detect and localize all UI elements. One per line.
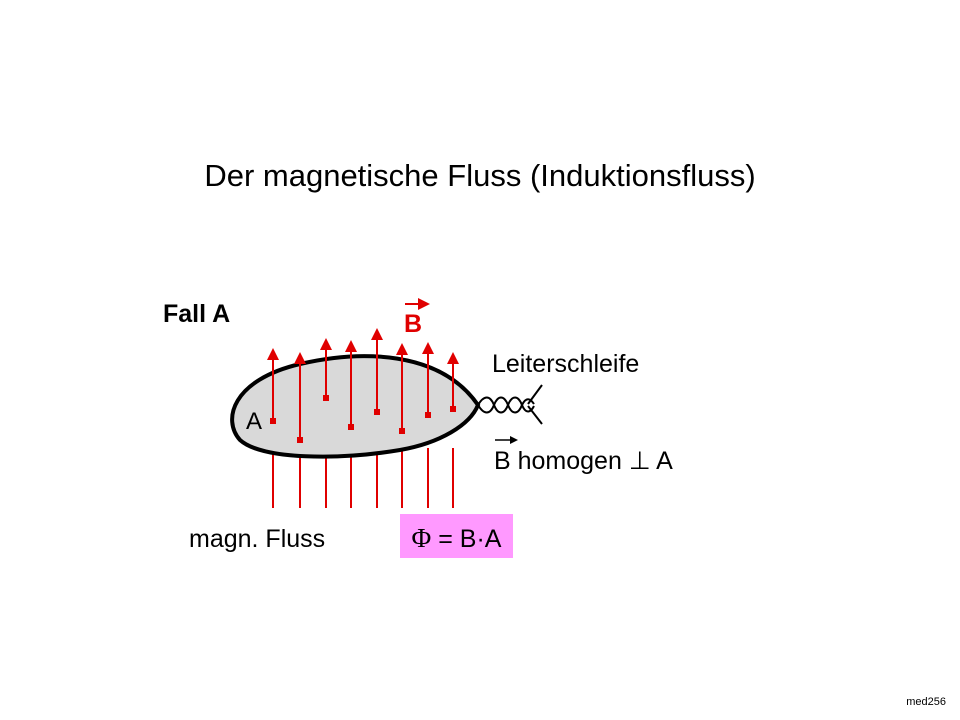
area-label: A: [246, 408, 262, 435]
page-title: Der magnetische Fluss (Induktionsfluss): [204, 158, 756, 193]
flux-symbol: Φ: [411, 523, 432, 553]
field-line-entry-point: [374, 409, 380, 415]
field-line-entry-point: [425, 412, 431, 418]
field-lines-lower: [272, 448, 454, 508]
field-line-entry-point: [348, 424, 354, 430]
field-line-entry-point: [323, 395, 329, 401]
field-vector-label: B: [404, 310, 422, 338]
field-line-entry-point: [450, 406, 456, 412]
flux-label: magn. Fluss: [189, 525, 325, 553]
flux-formula: Φ = B·A: [400, 523, 513, 554]
case-label: Fall A: [163, 300, 230, 328]
formula-box: Φ = B·A: [400, 514, 513, 558]
formula-rest: = B·A: [438, 525, 502, 553]
field-lines-upper: [267, 328, 459, 443]
field-condition-label: B homogen ⊥ A: [494, 447, 673, 475]
field-line-entry-point: [399, 428, 405, 434]
loop-label: Leiterschleife: [492, 350, 639, 378]
twisted-leads: [477, 384, 543, 425]
slide-id: med256: [906, 696, 946, 708]
conductor-loop: [230, 354, 481, 459]
field-line-entry-point: [270, 418, 276, 424]
field-line-entry-point: [297, 437, 303, 443]
